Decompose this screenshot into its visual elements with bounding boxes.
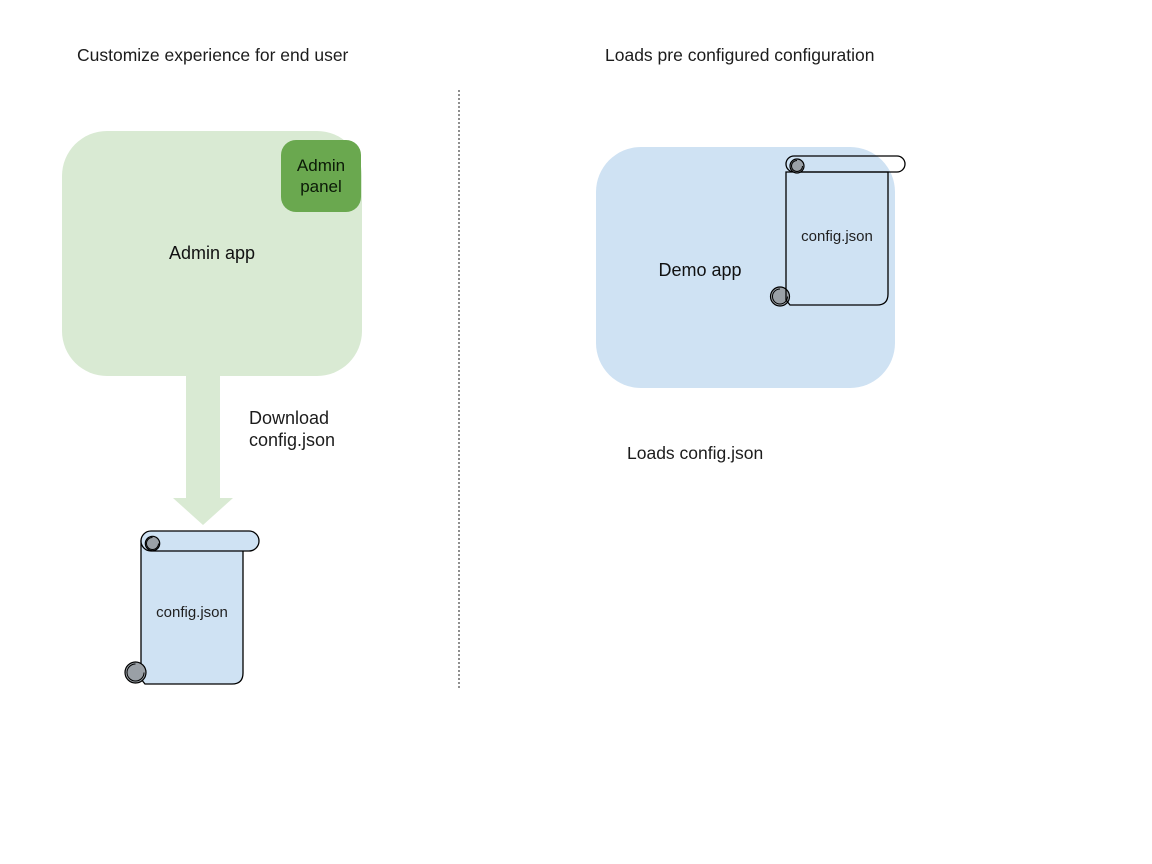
admin-panel-box: Admin panel (281, 140, 361, 212)
download-arrow-label: Download config.json (249, 408, 336, 450)
scroll-top-curl-line (146, 537, 159, 550)
scroll-document-icon (769, 155, 906, 307)
scroll-bottom-curl-icon (124, 661, 147, 684)
right-section-title: Loads pre configured configuration (605, 45, 875, 65)
down-arrow-shape (173, 375, 233, 525)
down-arrow-icon (173, 375, 233, 525)
admin-app-label: Admin app (168, 243, 256, 263)
scroll-bottom-curl-icon (769, 286, 791, 307)
scroll-top-roll (785, 155, 906, 173)
left-section-title: Customize experience for end user (77, 45, 349, 65)
config-file-label-right: config.json (801, 228, 873, 245)
config-file-label-left: config.json (156, 604, 228, 621)
scroll-document-icon (124, 530, 260, 685)
admin-app-box: Admin panel Admin app (62, 131, 362, 376)
scroll-top-curl-line (791, 160, 803, 172)
scroll-top-curl-icon (144, 535, 161, 552)
scroll-top-curl-icon (789, 158, 805, 174)
scroll-top-roll (140, 530, 260, 552)
section-divider (458, 90, 460, 688)
demo-app-label: Demo app (658, 260, 742, 280)
scroll-body (140, 540, 244, 685)
scroll-bottom-curl-line (126, 663, 145, 682)
admin-panel-label: Admin panel (296, 156, 346, 196)
demo-app-box: Demo app (596, 147, 895, 388)
loads-config-caption: Loads config.json (627, 443, 764, 463)
scroll-body (785, 171, 889, 306)
